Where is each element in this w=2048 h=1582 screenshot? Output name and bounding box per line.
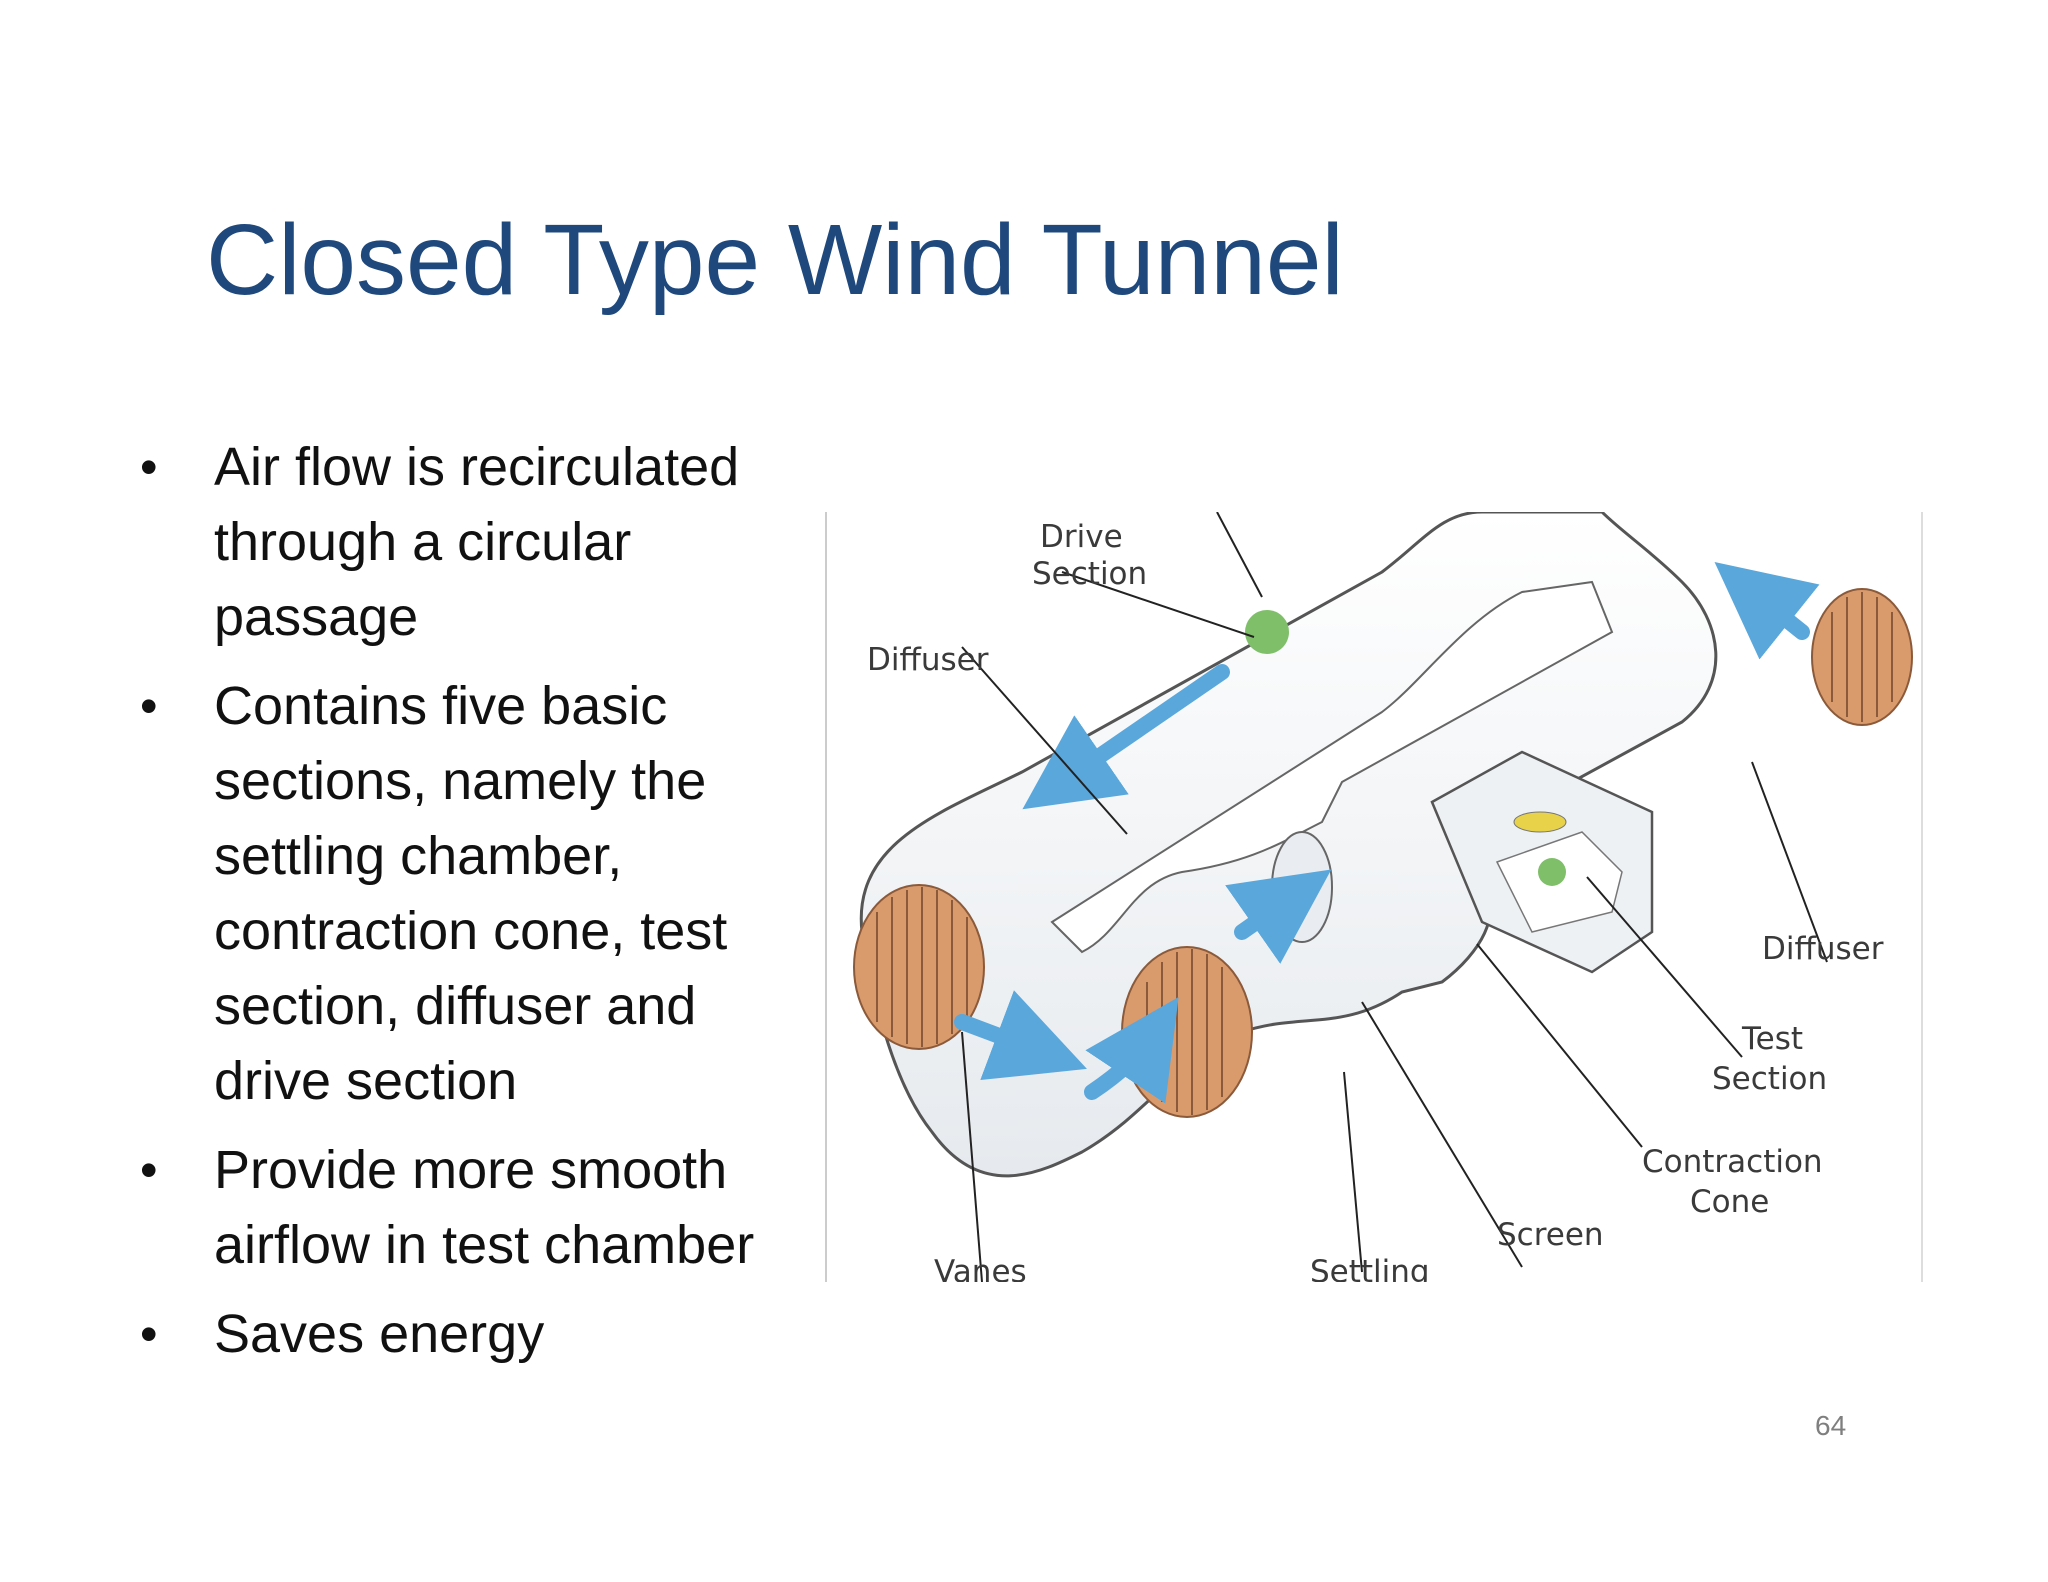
page-number: 64 — [1815, 1410, 1847, 1441]
airflow-arrow — [1225, 869, 1332, 964]
label-diffuser-right: Diffuser — [1762, 931, 1884, 967]
bullet-item: Saves energy — [140, 1297, 800, 1372]
label-test-section: Section — [1712, 1061, 1827, 1097]
model-aircraft — [1513, 811, 1567, 833]
settling-chamber-screen — [1121, 946, 1253, 1118]
vane-lines-left — [876, 887, 968, 1047]
airflow-arrow — [1714, 562, 1820, 660]
bullet-item: Air flow is recirculated through a circu… — [140, 430, 800, 655]
airflow-arrows — [954, 562, 1820, 1104]
label-contraction-cone: Cone — [1690, 1184, 1769, 1220]
vane-lines-right — [1831, 592, 1893, 722]
wind-tunnel-diagram: Drive Section Diffuser Diffuser Test Sec… — [822, 512, 1926, 1282]
label-test-section: Test — [1741, 1021, 1803, 1057]
airflow-arrow — [1084, 997, 1179, 1104]
label-diffuser-left: Diffuser — [867, 642, 989, 678]
bullet-item: Provide more smooth airflow in test cham… — [140, 1133, 800, 1283]
bullet-item: Contains five basic sections, namely the… — [140, 669, 800, 1119]
airflow-arrow — [954, 990, 1087, 1081]
label-settling: Settling — [1310, 1254, 1430, 1282]
label-vanes: Vanes — [934, 1254, 1027, 1282]
label-drive-section: Section — [1032, 556, 1147, 592]
slide-title: Closed Type Wind Tunnel — [206, 204, 1344, 316]
bullet-list: Air flow is recirculated through a circu… — [140, 430, 800, 1386]
balance-icon — [1538, 858, 1566, 886]
wind-tunnel-illustration: Drive Section Diffuser Diffuser Test Sec… — [825, 512, 1923, 1282]
airflow-arrow — [1022, 664, 1230, 810]
contraction-screen — [1271, 831, 1333, 943]
label-screen: Screen — [1497, 1217, 1604, 1253]
drive-fan-icon — [1245, 610, 1289, 654]
leader-lines — [961, 512, 1828, 1282]
label-contraction-cone: Contraction — [1642, 1144, 1823, 1180]
label-drive-section: Drive — [1040, 519, 1123, 555]
